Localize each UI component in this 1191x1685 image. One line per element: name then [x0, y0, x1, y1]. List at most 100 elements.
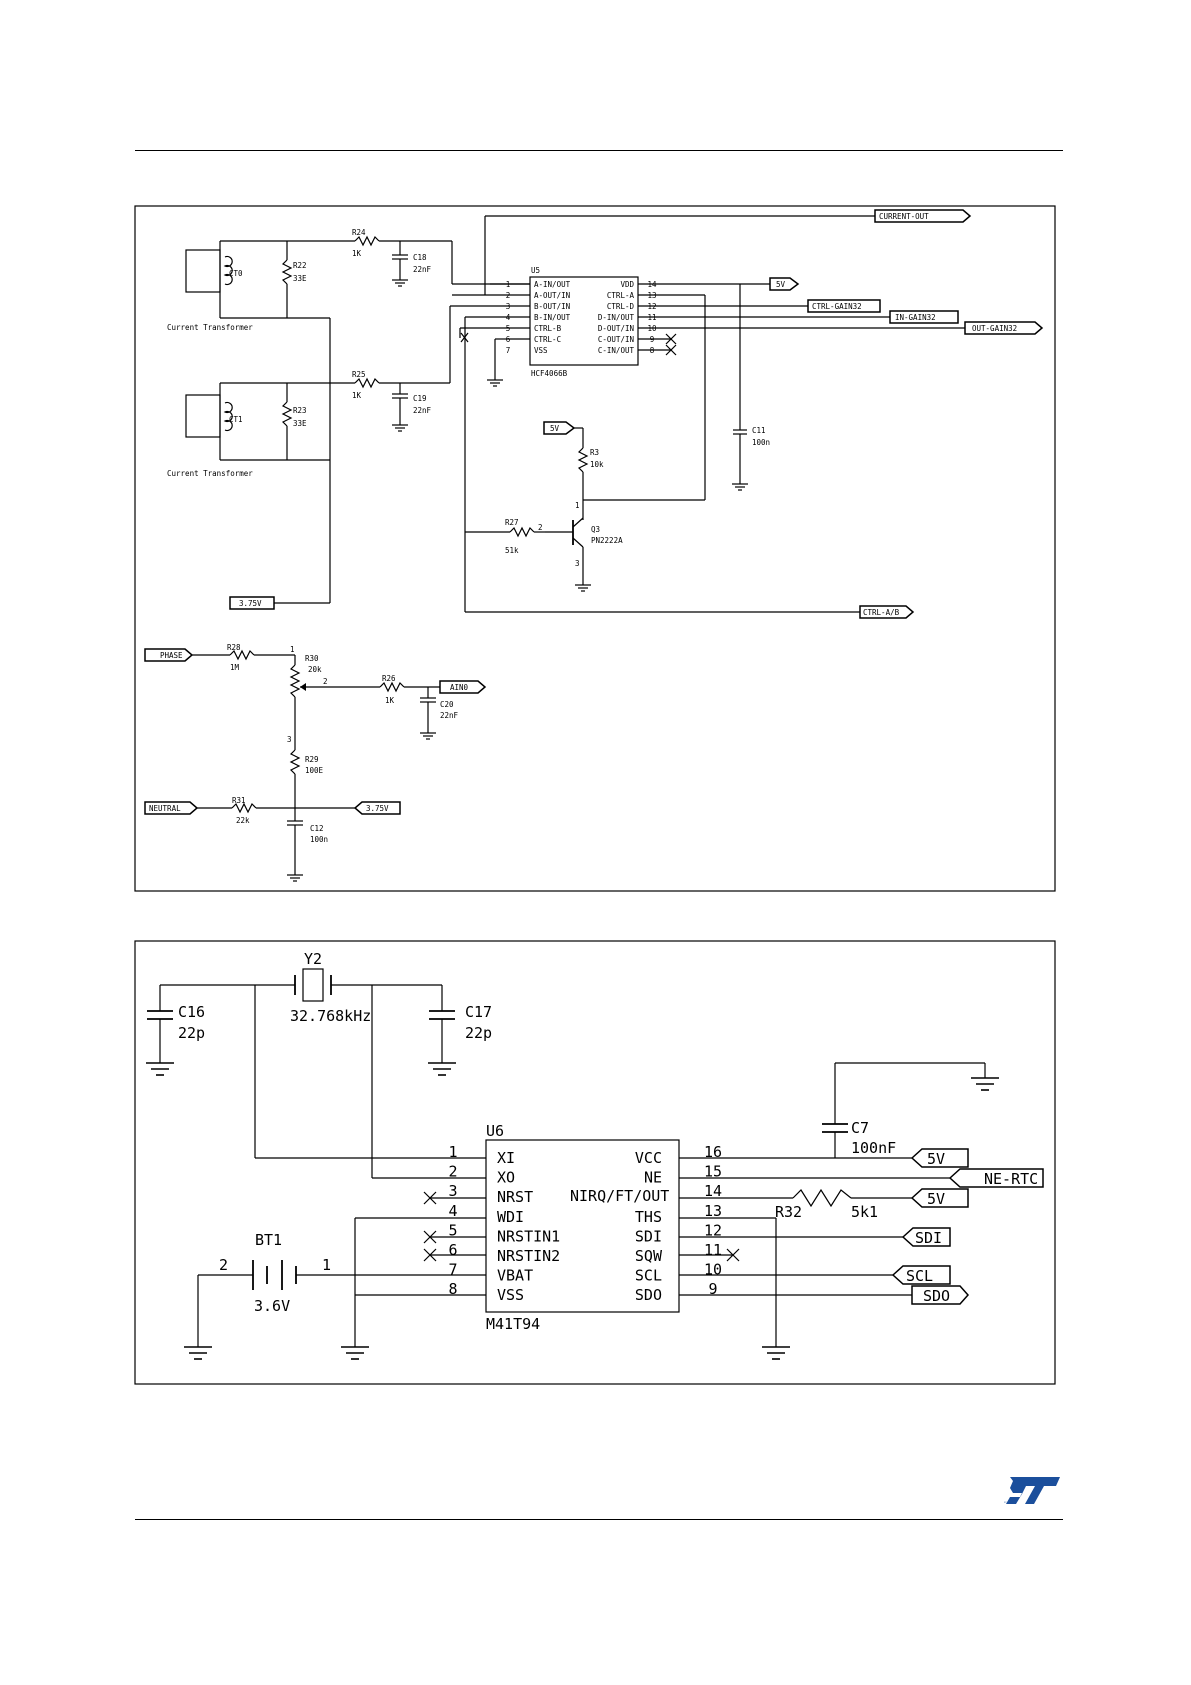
- y2-crystal: Y2 32.768kHz: [290, 950, 371, 1025]
- port-out-gain32: OUT-GAIN32: [964, 321, 1044, 335]
- c20-capacitor: C20 22nF: [419, 687, 459, 740]
- u6-pin-9-name: SDO: [635, 1286, 662, 1304]
- lower-frame: [134, 940, 1056, 1385]
- q3-pin2: 2: [538, 523, 543, 532]
- c12-value: 100n: [310, 835, 328, 844]
- port-sdi: SDI: [901, 1227, 951, 1247]
- r24-value: 1K: [352, 249, 362, 258]
- ct1-transformer: CT1 Current Transformer: [167, 382, 330, 478]
- svg-text:PHASE: PHASE: [160, 651, 183, 660]
- r3-value: 10k: [590, 460, 604, 469]
- footer-rule: [135, 1519, 1063, 1520]
- port-phase: PHASE: [144, 648, 194, 662]
- c7-capacitor: C7 100nF: [822, 1062, 1000, 1158]
- port-3v75-b: 3.75V: [353, 801, 401, 815]
- svg-text:NEUTRAL: NEUTRAL: [149, 804, 181, 813]
- r30-value: 20k: [308, 665, 322, 674]
- port-ctrl-ab: CTRL-A/B: [859, 605, 915, 619]
- r29-ref: R29: [305, 755, 319, 764]
- r26-resistor: R26 1K: [379, 674, 405, 705]
- c11-ref: C11: [752, 426, 766, 435]
- r24-ref: R24: [352, 228, 366, 237]
- r32-resistor: R32 5k1: [775, 1188, 912, 1221]
- u5-pin-11-name: D-IN/OUT: [598, 313, 635, 322]
- r32-ref: R32: [775, 1203, 802, 1221]
- y2-ref: Y2: [304, 950, 322, 968]
- r25-resistor: R25 1K: [352, 370, 380, 400]
- svg-text:3.75V: 3.75V: [239, 599, 262, 608]
- bt1-pin2: 2: [219, 1256, 228, 1274]
- c16-value: 22p: [178, 1024, 205, 1042]
- u6-pin-10-name: SCL: [635, 1267, 662, 1285]
- svg-text:5V: 5V: [927, 1150, 945, 1168]
- u6-pin-11-name: SQW: [635, 1247, 663, 1265]
- q3-pin3: 3: [575, 559, 580, 568]
- ct0-caption: Current Transformer: [167, 323, 253, 332]
- r30-pin3: 3: [287, 735, 292, 744]
- u6-ref: U6: [486, 1122, 504, 1140]
- ct0-label: CT0: [229, 269, 243, 278]
- c7-value: 100nF: [851, 1139, 896, 1157]
- u6-center-label: NIRQ/FT/OUT: [570, 1187, 669, 1205]
- u6-pin-13-number: 13: [704, 1202, 722, 1220]
- svg-text:CURRENT-OUT: CURRENT-OUT: [879, 212, 929, 221]
- svg-text:SDO: SDO: [923, 1287, 950, 1305]
- r30-pin2: 2: [323, 677, 328, 686]
- u6-pin-11-number: 11: [704, 1241, 722, 1259]
- port-sdo: SDO: [911, 1285, 970, 1305]
- u6-pin-7-number: 7: [448, 1261, 457, 1279]
- u6-pin-14-number: 14: [704, 1182, 722, 1200]
- c20-ref: C20: [440, 700, 454, 709]
- c19-value: 22nF: [413, 406, 432, 415]
- svg-text:OUT-GAIN32: OUT-GAIN32: [972, 324, 1017, 333]
- u6-pin-10-number: 10: [704, 1261, 722, 1279]
- u6-pin-1-number: 1: [448, 1143, 457, 1161]
- svg-text:3.75V: 3.75V: [366, 804, 389, 813]
- r27-ref: R27: [505, 518, 519, 527]
- r23-resistor: R23 33E: [281, 383, 307, 460]
- u5-pin-9-name: C-OUT/IN: [598, 335, 634, 344]
- u6-pin-3-name: NRST: [497, 1188, 533, 1206]
- r25-value: 1K: [352, 391, 362, 400]
- port-ain0: AIN0: [439, 680, 487, 694]
- c17-value: 22p: [465, 1024, 492, 1042]
- q3-part: PN2222A: [591, 536, 623, 545]
- u5-pin-1-name: A-IN/OUT: [534, 280, 571, 289]
- r23-ref: R23: [293, 406, 307, 415]
- u6-part: M41T94: [486, 1315, 540, 1333]
- r30-ref: R30: [305, 654, 319, 663]
- u6-pin-15-name: NE: [644, 1169, 662, 1187]
- svg-text:NE-RTC: NE-RTC: [984, 1170, 1038, 1188]
- u6-pin-16-name: VCC: [635, 1149, 662, 1167]
- u6-pin-15-number: 15: [704, 1163, 722, 1181]
- port-ctrl-gain32: CTRL-GAIN32: [807, 299, 881, 313]
- c12-ref: C12: [310, 824, 324, 833]
- r26-value: 1K: [385, 696, 395, 705]
- r31-ref: R31: [232, 796, 246, 805]
- r28-value: 1M: [230, 663, 240, 672]
- bt1-pin1: 1: [322, 1256, 331, 1274]
- svg-text:ST: ST: [1004, 1502, 1007, 1504]
- u6-pin-12-name: SDI: [635, 1227, 662, 1245]
- svg-text:5V: 5V: [927, 1190, 945, 1208]
- u6-pin-4-name: WDI: [497, 1208, 524, 1226]
- r29-resistor: R29 100E: [289, 749, 324, 808]
- u6-pin-6-number: 6: [448, 1241, 457, 1259]
- u5-part: HCF4066B: [531, 369, 568, 378]
- c18-capacitor: C18 22nF: [391, 241, 432, 287]
- u6-pin-3-number: 3: [448, 1182, 457, 1200]
- u5-pin-5-name: CTRL-B: [534, 324, 562, 333]
- u6-pin-16-number: 16: [704, 1143, 722, 1161]
- u6-pin-4-number: 4: [448, 1202, 457, 1220]
- bt1-value: 3.6V: [254, 1297, 290, 1315]
- svg-text:5V: 5V: [550, 424, 560, 433]
- svg-text:SDI: SDI: [915, 1229, 942, 1247]
- r22-value: 33E: [293, 274, 307, 283]
- r30-potentiometer: 1 2 3 R30 20k: [287, 645, 380, 750]
- r27-value: 51k: [505, 546, 519, 555]
- header-rule: [135, 150, 1063, 151]
- u5-pin-2-name: A-OUT/IN: [534, 291, 570, 300]
- c12-capacitor: C12 100n: [286, 808, 328, 882]
